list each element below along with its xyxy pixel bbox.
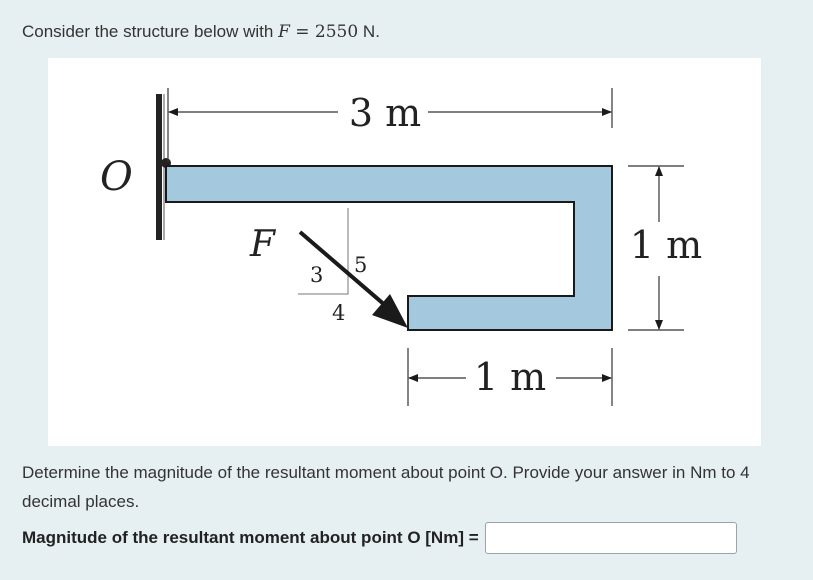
slope-label-3: 3	[310, 263, 323, 287]
answer-row: Magnitude of the resultant moment about …	[22, 522, 737, 554]
dim-bottom-label: 1 m	[474, 355, 546, 399]
problem-intro: Consider the structure below with F = 25…	[22, 22, 380, 42]
slope-triangle	[298, 208, 349, 295]
slope-label-4: 4	[332, 301, 345, 325]
point-O-label: O	[100, 154, 133, 200]
force-unit: N.	[358, 22, 380, 41]
force-arrow-head	[372, 294, 408, 328]
structure-diagram: 3 m 1 m 1 m 3 4 5 O F	[100, 88, 702, 406]
force-F-label: F	[249, 224, 277, 265]
force-value: = 2550	[289, 22, 359, 42]
dim-right-label: 1 m	[630, 223, 702, 267]
question-text: Determine the magnitude of the resultant…	[22, 463, 750, 511]
dim-top-label: 3 m	[349, 91, 421, 135]
force-arrow-shaft	[298, 230, 388, 308]
slope-label-5: 5	[354, 253, 367, 277]
intro-prefix: Consider the structure below with	[22, 22, 279, 41]
structure-figure: 3 m 1 m 1 m 3 4 5 O F	[48, 58, 761, 446]
answer-input[interactable]	[484, 522, 737, 554]
wall-support	[156, 94, 162, 240]
force-variable: F	[278, 22, 290, 42]
beam-member	[165, 165, 613, 331]
answer-label: Magnitude of the resultant moment about …	[22, 528, 479, 547]
